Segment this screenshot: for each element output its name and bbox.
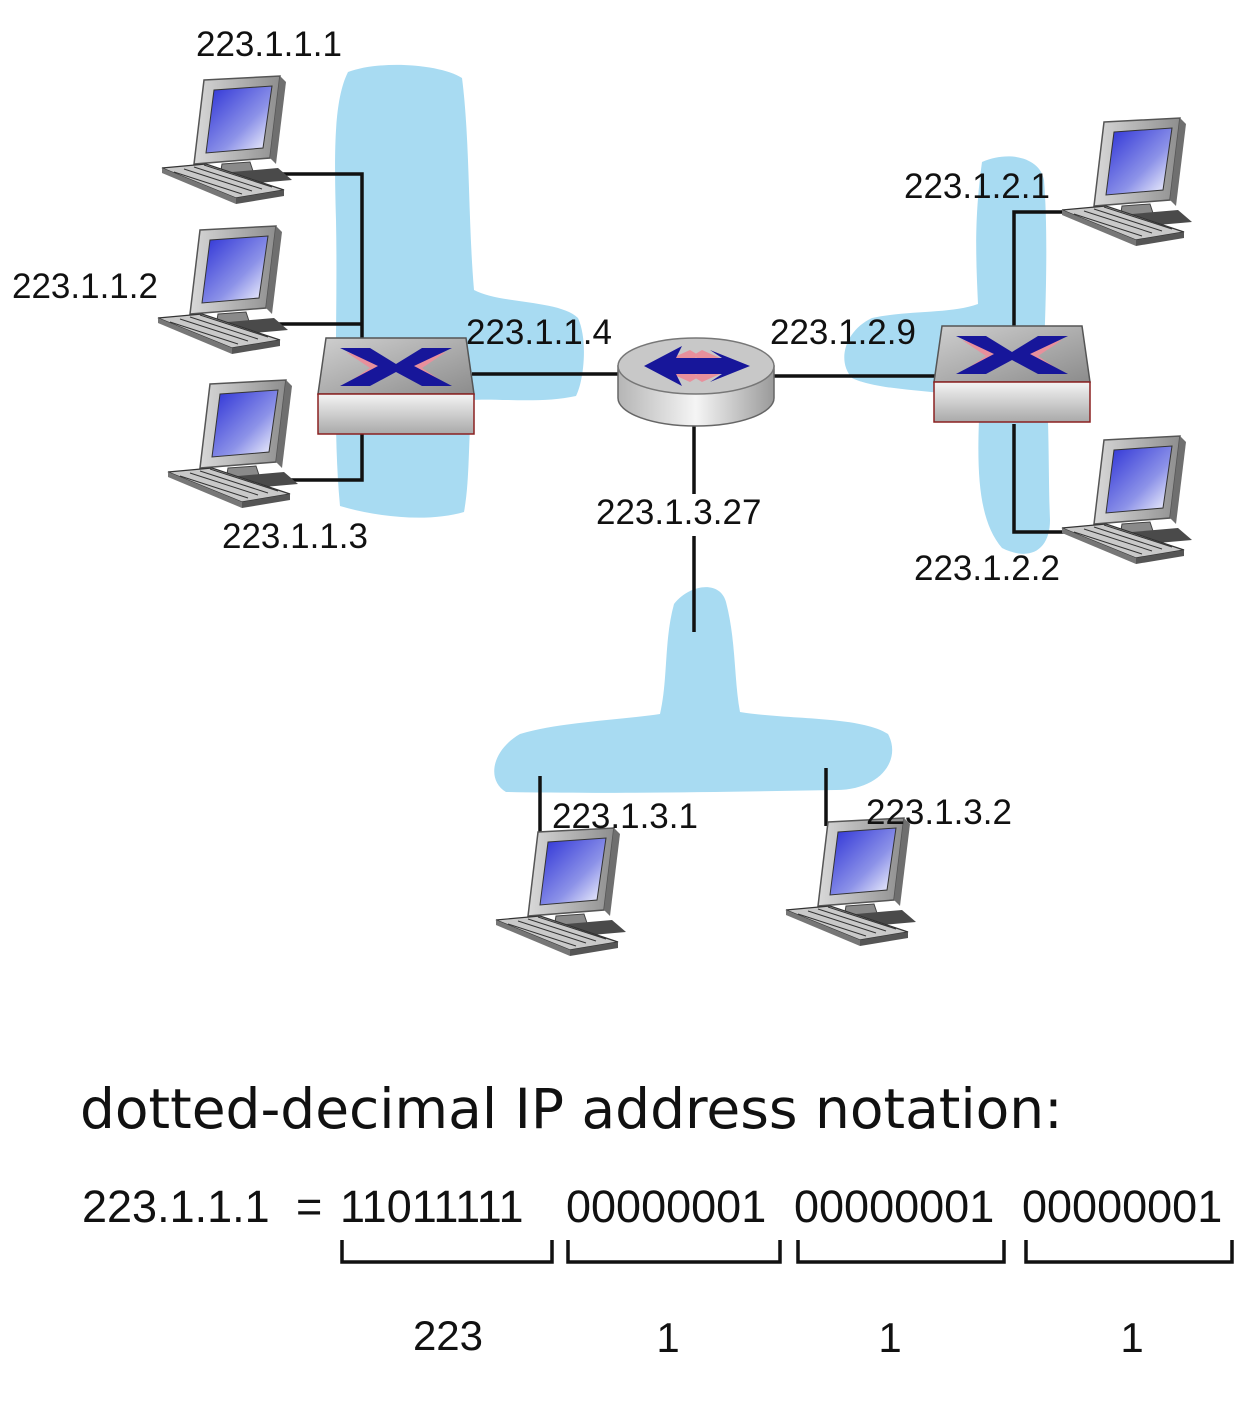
octet-1-decimal: 223 — [413, 1312, 483, 1359]
octet-3-bracket — [796, 1240, 1006, 1264]
link-h113-switch1 — [280, 430, 364, 482]
octet-4-decimal: 1 — [1120, 1314, 1143, 1361]
link-h111-switch1 — [276, 172, 364, 364]
link-h121-switch2 — [1012, 210, 1066, 342]
link-h122-switch2 — [1012, 424, 1068, 534]
octet-2-bracket — [566, 1240, 782, 1264]
notation-address: 223.1.1.1 — [82, 1181, 270, 1232]
label-host-223-1-3-1: 223.1.3.1 — [552, 797, 698, 836]
host-223-1-2-2-icon — [1061, 435, 1193, 565]
octet-4-bracket — [1024, 1240, 1234, 1264]
router-icon — [617, 337, 775, 427]
label-router-if-223-1-3-27: 223.1.3.27 — [596, 493, 761, 532]
subnet-3-region — [494, 587, 893, 793]
switch-subnet-1-icon — [317, 337, 475, 435]
octet-1-binary: 11011111 — [340, 1181, 524, 1232]
label-router-if-223-1-2-9: 223.1.2.9 — [770, 313, 916, 352]
octet-2-binary: 00000001 — [566, 1181, 766, 1232]
host-223-1-1-2-icon — [157, 225, 289, 355]
label-host-223-1-1-3: 223.1.1.3 — [222, 517, 368, 556]
octet-1-bracket — [340, 1240, 554, 1264]
octet-4-binary: 00000001 — [1022, 1181, 1222, 1232]
host-223-1-3-1-icon — [495, 827, 627, 957]
label-host-223-1-2-2: 223.1.2.2 — [914, 549, 1060, 588]
host-223-1-2-1-icon — [1061, 117, 1193, 247]
octet-3-binary: 00000001 — [794, 1181, 994, 1232]
switch-subnet-2-icon — [933, 325, 1091, 423]
host-223-1-1-3-icon — [167, 379, 299, 509]
label-host-223-1-1-2: 223.1.1.2 — [12, 267, 158, 306]
host-223-1-1-1-icon — [161, 75, 293, 205]
subnet-1-region — [335, 64, 584, 518]
label-host-223-1-3-2: 223.1.3.2 — [866, 793, 1012, 832]
label-host-223-1-2-1: 223.1.2.1 — [904, 167, 1050, 206]
host-223-1-3-2-icon — [785, 817, 917, 947]
label-host-223-1-1-1: 223.1.1.1 — [196, 25, 342, 64]
octet-3-decimal: 1 — [878, 1314, 901, 1361]
notation-heading: dotted-decimal IP address notation: — [80, 1077, 1063, 1141]
notation-equals: = — [296, 1181, 322, 1232]
octet-2-decimal: 1 — [656, 1314, 679, 1361]
label-router-if-223-1-1-4: 223.1.1.4 — [466, 313, 612, 352]
